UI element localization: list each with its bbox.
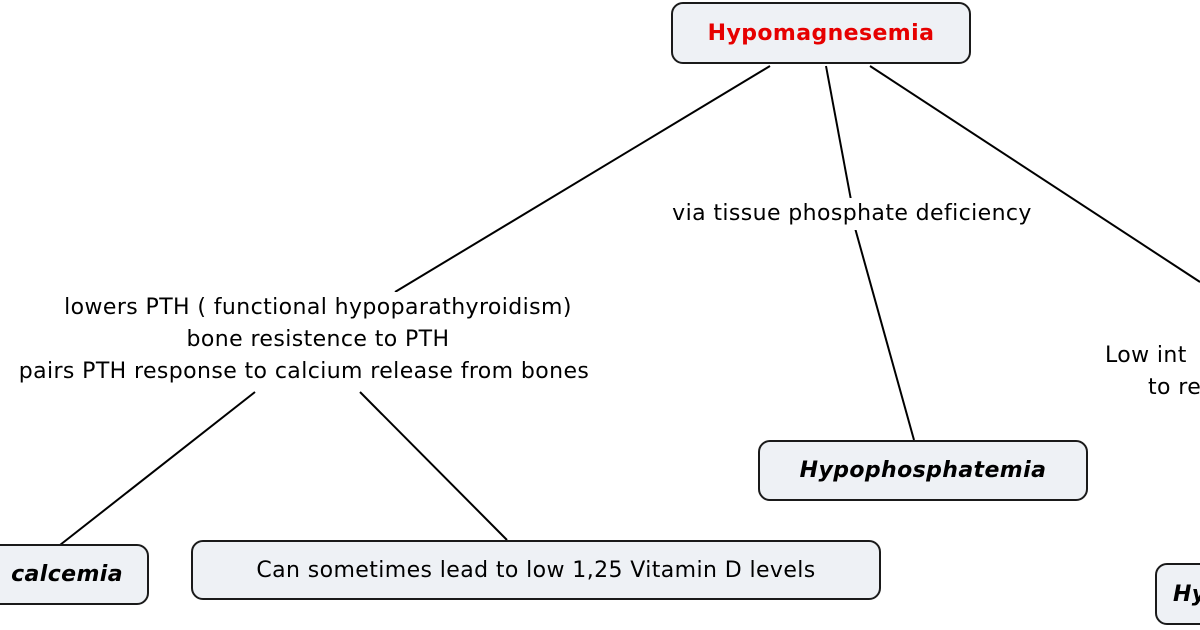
connector-pth-label-to-vitamin-d [359, 391, 508, 541]
node-hypomagnesemia: Hypomagnesemia [671, 2, 971, 64]
label-pth-line-1: lowers PTH ( functional hypoparathyroidi… [64, 295, 572, 320]
label-right-link: Low int to re [1100, 340, 1200, 404]
label-pth-effects: lowers PTH ( functional hypoparathyroidi… [0, 292, 638, 388]
node-hypophosphatemia: Hypophosphatemia [758, 440, 1088, 501]
connector-root-to-right-label [869, 65, 1200, 283]
connector-pth-label-to-hypocalcemia [59, 391, 256, 546]
label-pth-line-2: bone resistence to PTH [186, 327, 450, 352]
label-phosphate-deficiency: via tissue phosphate deficiency [643, 198, 1061, 230]
node-right-partial: Hy [1155, 563, 1200, 625]
connector-root-to-phosphate-label [825, 65, 852, 201]
node-right-partial-label: Hy [1173, 581, 1200, 607]
label-pth-line-3: pairs PTH response to calcium release fr… [18, 359, 590, 384]
label-right-line-2: to re [1148, 375, 1200, 400]
node-hypocalcemia-label: calcemia [11, 562, 123, 587]
connector-root-to-pth-label [394, 65, 771, 293]
connector-phosphate-label-to-hypophosphatemia [854, 227, 915, 441]
node-hypophosphatemia-label: Hypophosphatemia [799, 458, 1047, 483]
node-hypocalcemia: calcemia [0, 544, 149, 605]
node-hypomagnesemia-label: Hypomagnesemia [707, 20, 935, 46]
node-vitamin-d-label: Can sometimes lead to low 1,25 Vitamin D… [256, 557, 816, 583]
node-vitamin-d: Can sometimes lead to low 1,25 Vitamin D… [191, 540, 881, 600]
label-right-line-1: Low int [1105, 343, 1187, 368]
